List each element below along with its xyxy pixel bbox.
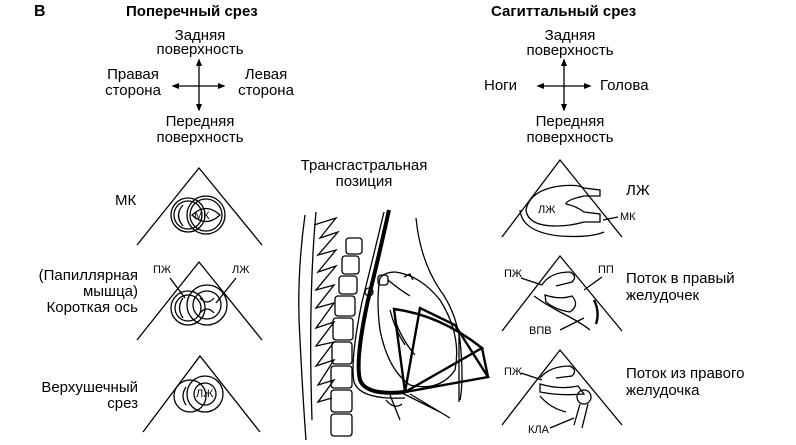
sagittal-right-label: Голова	[600, 77, 649, 94]
view-label-rv-inflow-line2: желудочек	[626, 287, 700, 304]
heart	[377, 271, 458, 388]
transverse-orientation-arrows	[171, 58, 226, 112]
view-label-apical-line2: срез	[107, 395, 138, 412]
sagittal-top-line1: Задняя	[544, 27, 596, 44]
lv-outer	[186, 195, 226, 235]
view-label-apical-line1: Верхушечный	[41, 379, 138, 396]
view-label-rv-outflow-line1: Поток из правого	[626, 365, 745, 382]
inner-label-mk-sag: МК	[620, 211, 636, 223]
view-label-papillary-line2: мышца)	[82, 283, 138, 300]
transverse-top-line1: Задняя	[174, 27, 226, 44]
sagittal-orientation-arrows	[536, 58, 592, 112]
ribs	[313, 216, 341, 404]
spine	[330, 237, 363, 437]
inner-label-rv: ПЖ	[153, 264, 172, 276]
sector-triangle	[501, 348, 623, 426]
inner-label-ra: ПП	[598, 264, 614, 276]
view-mitral-short-axis	[136, 166, 263, 246]
sector-triangle	[136, 166, 263, 246]
sector-triangle	[501, 254, 623, 332]
view-lv-long-axis	[501, 158, 623, 238]
sagittal-title: Сагиттальный срез	[491, 3, 637, 20]
tee-probe	[356, 209, 406, 395]
transverse-title: Поперечный срез	[126, 3, 258, 20]
rv-outer	[170, 197, 206, 233]
view-papillary-short-axis	[136, 260, 263, 341]
mitral-valve	[191, 207, 221, 223]
transverse-top-line2: поверхность	[156, 41, 244, 58]
sector-triangle	[501, 158, 623, 238]
lv-outline	[525, 184, 601, 227]
inner-label-lv-apical: ЛЖ	[196, 388, 214, 400]
sagittal-left-label: Ноги	[484, 77, 518, 94]
sagittal-bottom-line1: Передняя	[535, 113, 605, 130]
transgastric-anatomy	[298, 209, 490, 441]
view-apical	[142, 354, 261, 433]
view-label-papillary-line3: Короткая ось	[46, 299, 139, 316]
view-rv-inflow	[501, 254, 623, 332]
transverse-bottom-line2: поверхность	[156, 129, 244, 146]
view-label-rv-inflow-line1: Поток в правый	[626, 270, 735, 287]
view-label-mk: МК	[115, 192, 137, 209]
inner-label-lv: ЛЖ	[232, 264, 250, 276]
inner-label-rv-outflow: ПЖ	[504, 366, 523, 378]
svc-wall	[592, 299, 599, 325]
sector-triangle	[142, 354, 261, 433]
transverse-bottom-line1: Передняя	[165, 113, 235, 130]
inner-label-svc: ВПВ	[529, 325, 552, 337]
inner-label-rv-inflow: ПЖ	[504, 268, 523, 280]
sagittal-bottom-line2: поверхность	[526, 129, 614, 146]
panel-letter: В	[34, 3, 46, 20]
view-rv-outflow	[501, 348, 623, 429]
papillary-muscles	[199, 297, 215, 314]
view-label-lv-long: ЛЖ	[626, 182, 650, 199]
transverse-right-line2: сторона	[238, 82, 294, 99]
transverse-left-line1: Правая	[107, 66, 159, 83]
ultrasound-beam-outline	[392, 307, 485, 394]
sagittal-top-line2: поверхность	[526, 42, 614, 59]
center-title-line2: позиция	[335, 173, 393, 190]
transverse-right-line1: Левая	[244, 66, 288, 83]
front-contour	[415, 217, 463, 401]
center-title-line1: Трансгастральная	[300, 157, 428, 174]
sector-triangle	[136, 260, 263, 341]
pulmonary-valve	[576, 389, 592, 405]
view-label-papillary-line1: (Папиллярная	[38, 267, 138, 284]
inner-label-pv: КЛА	[528, 424, 549, 436]
inner-label-lv-sag: ЛЖ	[538, 204, 556, 216]
view-label-rv-outflow-line2: желудочка	[626, 382, 700, 399]
transverse-left-line2: сторона	[105, 82, 161, 99]
back-contour	[298, 214, 307, 441]
ultrasound-beam-shaded	[403, 306, 490, 394]
